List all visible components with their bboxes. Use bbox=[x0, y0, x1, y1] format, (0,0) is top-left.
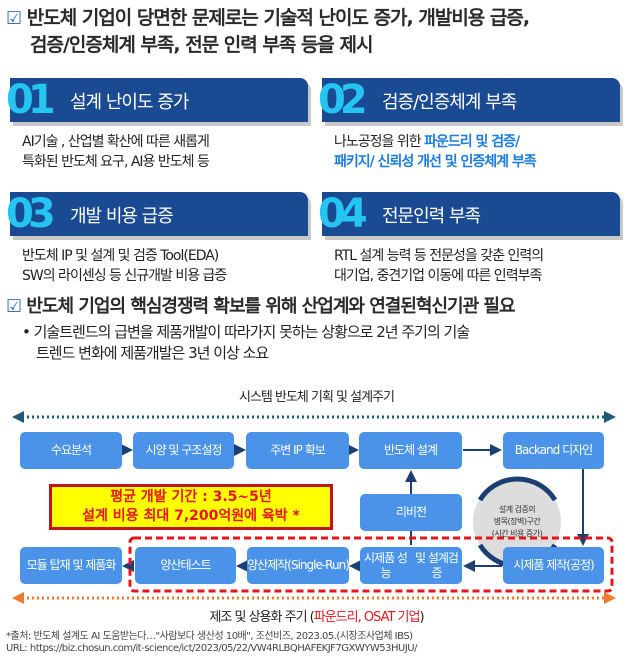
box-line: (공정) bbox=[566, 558, 594, 572]
headline-2: ☑ 반도체 기업의 핵심경쟁력 확보를 위해 산업계와 연결된혁신기관 필요 bbox=[6, 294, 516, 320]
card-number: 03 bbox=[6, 191, 56, 237]
check-icon: ☑ bbox=[6, 8, 22, 29]
card-02-banner: 02 검증/인증체계 부족 bbox=[318, 77, 620, 123]
card-number: 01 bbox=[6, 77, 56, 123]
card-title: 검증/인증체계 부족 bbox=[382, 92, 517, 113]
step-backend-design: Backand 디자인 bbox=[503, 432, 604, 469]
card-title: 전문인력 부족 bbox=[382, 206, 481, 227]
card-title: 개발 비용 급증 bbox=[70, 206, 174, 227]
bullet-line-2: 트렌드 변화에 제품개발은 3년 이상 소요 bbox=[36, 344, 269, 362]
check-icon: ☑ bbox=[6, 296, 22, 317]
card-number: 04 bbox=[318, 191, 368, 237]
card-01-banner: 01 설계 난이도 증가 bbox=[6, 77, 308, 123]
step-prototype-fab: 시제품 제작(공정) bbox=[503, 547, 604, 584]
step-chip-design: 반도체 설계 bbox=[359, 432, 462, 469]
headline-1-line-1: 반도체 기업이 당면한 문제로는 기술적 난이도 증가, 개발비용 급증, bbox=[26, 7, 530, 29]
bullet-line-1: 기술트렌드의 급변을 제품개발이 따라가지 못하는 상황으로 2년 주기의 기술 bbox=[33, 323, 470, 341]
cycle-line: 병목(장벽)구간 bbox=[493, 517, 541, 526]
step-spec-structure: 시양 및 구조설정 bbox=[133, 432, 234, 469]
card-number: 02 bbox=[318, 77, 368, 123]
bottleneck-highlight bbox=[128, 536, 614, 593]
box-line: 양산제작 bbox=[247, 558, 288, 572]
title-end: ) bbox=[419, 610, 424, 625]
step-mass-production: 양산제작(Single-Run) bbox=[247, 547, 350, 584]
headline-1: ☑ 반도체 기업이 당면한 문제로는 기술적 난이도 증가, 개발비용 급증, … bbox=[6, 5, 530, 58]
desc-line: 대기업, 중견기업 이동에 따른 인력부족 bbox=[334, 268, 542, 284]
design-cycle-title: 시스템 반도체 기획 및 설계주기 bbox=[238, 390, 395, 405]
desc-line: RTL 설계 능력 등 전문성을 갖춘 인력의 bbox=[334, 248, 544, 264]
cycle-line: (시간 비용 증가) bbox=[491, 529, 543, 538]
headline-2-text: 반도체 기업의 핵심경쟁력 확보를 위해 산업계와 연결된혁신기관 필요 bbox=[26, 296, 515, 317]
desc-line: 반도체 IP 및 설계 및 검증 Tool(EDA) bbox=[22, 248, 219, 264]
headline-1-line-2: 검증/인증체계 부족, 전문 인력 부족 등을 제시 bbox=[30, 34, 373, 56]
box-line: (Single-Run) bbox=[287, 558, 350, 572]
footnote-source: *출처: 반도체 설계도 AI 도움받는다…"사람보다 생산성 10배", 조선… bbox=[6, 631, 413, 642]
footnote-url: URL: https://biz.chosun.com/it-science/i… bbox=[6, 643, 417, 654]
manufacturing-cycle-arrow bbox=[12, 592, 616, 604]
desc-highlight: 패키지/ 신뢰성 개선 및 인증체계 부족 bbox=[334, 154, 537, 170]
step-ip-acquisition: 주변 IP 확보 bbox=[246, 432, 349, 469]
callout-line-2: 설계 비용 최대 7,200억원에 육박 * bbox=[82, 508, 300, 524]
step-mass-test: 양산테스트 bbox=[135, 547, 236, 584]
desc-line: SW의 라이센싱 등 신규개발 비용 급증 bbox=[22, 268, 227, 284]
desc-highlight: 파운드리 및 검증/ bbox=[424, 134, 520, 150]
box-line: 및 설계검증 bbox=[415, 550, 459, 580]
desc-line: 특화된 반도체 요구, AI용 반도체 등 bbox=[22, 154, 210, 170]
desc-line: AI기술 , 산업별 확산에 따른 새롭게 bbox=[22, 134, 210, 150]
card-02-desc: 나노공정을 위한 파운드리 및 검증/패키지/ 신뢰성 개선 및 인증체계 부족 bbox=[334, 132, 537, 172]
title-text: 제조 및 상용화 주기 ( bbox=[209, 610, 314, 625]
card-title: 설계 난이도 증가 bbox=[70, 92, 189, 113]
card-04-banner: 04 전문인력 부족 bbox=[318, 191, 620, 237]
step-demand-analysis: 수요분석 bbox=[20, 432, 122, 469]
step-revision: 리비전 bbox=[360, 494, 462, 531]
card-03-desc: 반도체 IP 및 설계 및 검증 Tool(EDA) SW의 라이센싱 등 신규개… bbox=[22, 246, 227, 286]
box-line: 시제품 제작 bbox=[513, 558, 567, 572]
callout-line-1: 평균 개발 기간 : 3.5~5년 bbox=[110, 489, 272, 505]
design-cycle-arrow bbox=[12, 411, 616, 423]
card-03-banner: 03 개발 비용 급증 bbox=[6, 191, 308, 237]
cycle-line: 설계 검증의 bbox=[498, 505, 536, 514]
manufacturing-cycle-title: 제조 및 상용화 주기 (파운드리, OSAT 기업) bbox=[0, 606, 633, 625]
box-line: 시제품 성능 bbox=[364, 550, 408, 580]
step-module-product: 모듈 탑재 및 제품화 bbox=[20, 547, 122, 584]
bullet: • 기술트렌드의 급변을 제품개발이 따라가지 못하는 상황으로 2년 주기의 … bbox=[22, 323, 470, 362]
title-highlight: 파운드리, OSAT 기업 bbox=[313, 610, 421, 625]
desc-line: 나노공정을 위한 bbox=[334, 134, 425, 150]
